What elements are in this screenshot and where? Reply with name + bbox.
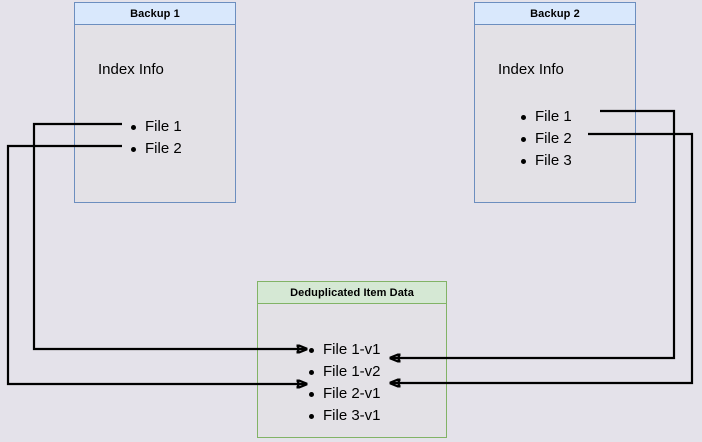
backup2-file-list: File 1 File 2 File 3 bbox=[517, 106, 572, 172]
deduplicated-header: Deduplicated Item Data bbox=[258, 282, 446, 304]
list-item[interactable]: File 2 bbox=[127, 138, 182, 160]
backup1-header-label: Backup 1 bbox=[130, 7, 180, 20]
deduplicated-header-label: Deduplicated Item Data bbox=[290, 286, 414, 299]
backup2-header-label: Backup 2 bbox=[530, 7, 580, 20]
list-item[interactable]: File 2-v1 bbox=[305, 383, 381, 405]
deduplicated-item-data-box[interactable]: Deduplicated Item Data File 1-v1 File 1-… bbox=[257, 281, 447, 438]
list-item[interactable]: File 1 bbox=[517, 106, 572, 128]
list-item[interactable]: File 1-v2 bbox=[305, 361, 381, 383]
backup2-box[interactable]: Backup 2 Index Info File 1 File 2 File 3 bbox=[474, 2, 636, 203]
backup1-index-label: Index Info bbox=[98, 61, 164, 78]
backup2-index-label: Index Info bbox=[498, 61, 564, 78]
backup2-header: Backup 2 bbox=[475, 3, 635, 25]
deduplicated-file-list: File 1-v1 File 1-v2 File 2-v1 File 3-v1 bbox=[305, 339, 381, 427]
list-item[interactable]: File 3 bbox=[517, 150, 572, 172]
list-item[interactable]: File 3-v1 bbox=[305, 405, 381, 427]
list-item[interactable]: File 1-v1 bbox=[305, 339, 381, 361]
backup1-file-list: File 1 File 2 bbox=[127, 116, 182, 160]
backup1-box[interactable]: Backup 1 Index Info File 1 File 2 bbox=[74, 2, 236, 203]
list-item[interactable]: File 1 bbox=[127, 116, 182, 138]
backup1-header: Backup 1 bbox=[75, 3, 235, 25]
list-item[interactable]: File 2 bbox=[517, 128, 572, 150]
